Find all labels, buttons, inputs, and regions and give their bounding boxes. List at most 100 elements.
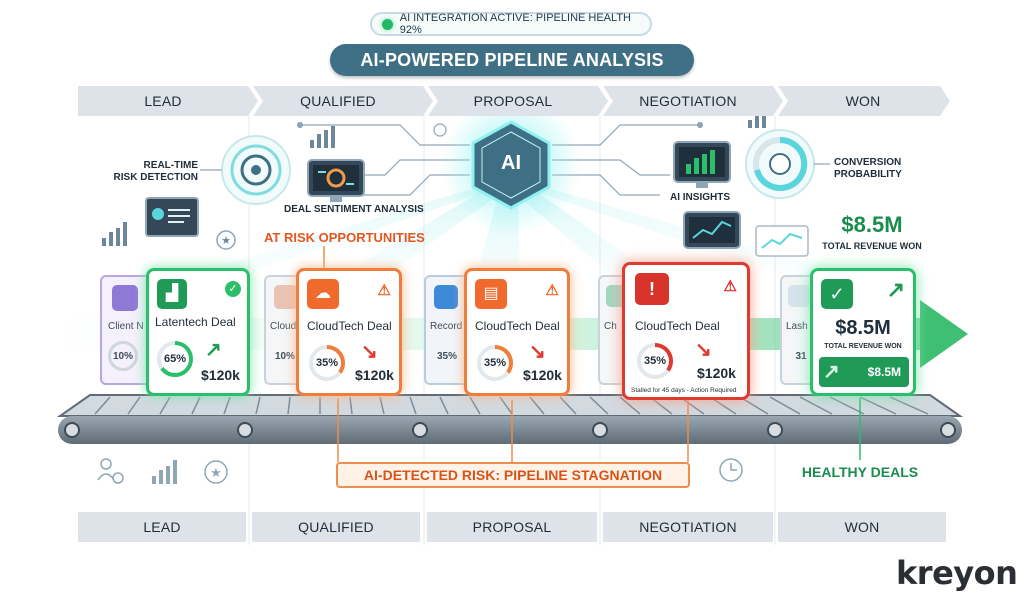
star-icon [788, 285, 810, 307]
ai-insights-label: AI INSIGHTS [670, 192, 731, 203]
stalled-note: Stalled for 45 days - Action Required [631, 387, 737, 394]
star-icon [433, 123, 447, 137]
stage-top-lead: LEAD [144, 93, 182, 109]
stage-bottom-won: WON [778, 512, 946, 542]
trend-up-icon: ↗ [886, 277, 905, 302]
bar-chart-icon [310, 126, 335, 148]
ghost-card-title: Cloud [270, 321, 297, 332]
gear-icon [274, 285, 298, 309]
conversion-label: CONVERSION PROBABILITY [834, 157, 924, 181]
chat-icon [434, 285, 458, 309]
ghost-card-title: Client N [108, 321, 144, 332]
conveyor-belt [56, 394, 964, 444]
dashboard-card-icon [145, 197, 199, 237]
deal-card-title: Latentech Deal [155, 315, 236, 329]
deal-card-pct: 35% [483, 357, 507, 369]
deal-progress-ring [309, 345, 345, 381]
status-dot-icon [382, 18, 393, 30]
alert-icon: ! [635, 273, 669, 305]
sentiment-label: DEAL SENTIMENT ANALYSIS [284, 204, 424, 215]
deal-card-value: $120k [697, 365, 736, 381]
won-revenue-card[interactable]: ✓ ↗ $8.5M TOTAL REVENUE WON $8.5M ↗ [810, 268, 916, 396]
cloud-icon: ☁ [307, 279, 339, 309]
status-text: AI INTEGRATION ACTIVE: PIPELINE HEALTH 9… [399, 12, 631, 36]
bar-chart-icon [748, 110, 766, 128]
ghost-card-title: Lash [786, 321, 808, 332]
healthy-deals-label: HEALTHY DEALS [801, 464, 919, 480]
svg-text:★: ★ [221, 235, 231, 247]
clock-icon [719, 458, 743, 482]
monitor-gauge-icon [307, 159, 365, 202]
deal-card-value: $120k [523, 367, 562, 383]
brand-logo: kreyon [896, 554, 1018, 592]
at-risk-label: AT RISK OPPORTUNITIES [264, 230, 425, 245]
won-card-badge: $8.5M [819, 357, 909, 387]
ghost-card-title: Ch [604, 321, 617, 332]
growth-arrow-icon: ↗ [823, 361, 840, 383]
conversion-line2: PROBABILITY [834, 169, 902, 180]
stage-top-qualified: QUALIFIED [300, 93, 376, 109]
monitor-chart-icon [673, 141, 731, 188]
user-icon [112, 285, 138, 311]
ai-brain-icon [441, 95, 581, 235]
trend-down-icon: ↘ [361, 341, 378, 363]
deal-card-pct: 35% [643, 355, 667, 367]
bar-chart-icon [152, 460, 177, 484]
browser-chart-icon [755, 225, 809, 257]
document-icon: ▤ [475, 279, 507, 309]
svg-text:★: ★ [210, 465, 222, 480]
ghost-card-pct: 31 [795, 351, 807, 362]
risk-banner: AI-DETECTED RISK: PIPELINE STAGNATION [336, 462, 690, 488]
revenue-total-top: $8.5M [841, 212, 903, 237]
conversion-line1: CONVERSION [834, 157, 902, 168]
checkmark-icon: ✓ [821, 279, 853, 309]
warning-icon: ⚠ [545, 282, 559, 299]
deal-card-title: CloudTech Deal [475, 319, 560, 333]
deal-card-title: CloudTech Deal [635, 319, 720, 333]
deal-card-cloudtech-proposal[interactable]: ▤ ⚠ CloudTech Deal 35% ↘ $120k [464, 268, 570, 396]
pipeline-status-pill: AI INTEGRATION ACTIVE: PIPELINE HEALTH 9… [370, 12, 652, 36]
deal-card-cloudtech-negotiation[interactable]: ! ⚠ CloudTech Deal 35% ↘ $120k Stalled f… [622, 262, 750, 400]
stage-bar-top [78, 86, 950, 116]
stage-top-negotiation: NEGOTIATION [639, 93, 737, 109]
deal-card-latentech[interactable]: ▟ ✓ Latentech Deal 65% ↗ $120k [146, 268, 250, 396]
stage-bottom-lead: LEAD [78, 512, 246, 542]
risk-detection-label: REAL-TIME RISK DETECTION [96, 160, 198, 184]
bar-chart-icon [102, 222, 127, 246]
deal-progress-ring [157, 341, 193, 377]
deal-card-pct: 35% [315, 357, 339, 369]
won-card-value: $8.5M [835, 317, 891, 339]
deal-progress-ring [637, 343, 673, 379]
ghost-card-pct: 35% [436, 351, 457, 362]
deal-card-value: $120k [355, 367, 394, 383]
monitor-trend-icon [683, 211, 741, 249]
stage-top-won: WON [845, 93, 881, 109]
page-title: AI-POWERED PIPELINE ANALYSIS [330, 44, 694, 76]
star-icon: ★ [204, 460, 228, 484]
ghost-progress-ring [108, 341, 138, 371]
trend-down-icon: ↘ [529, 341, 546, 363]
conversion-gauge-icon [745, 129, 830, 199]
checkmark-icon: ✓ [225, 281, 241, 297]
deal-card-title: CloudTech Deal [307, 319, 392, 333]
risk-detection-line1: REAL-TIME [143, 160, 198, 171]
trend-up-icon: ↗ [205, 339, 222, 361]
ghost-card-pct: 10% [274, 351, 295, 362]
revenue-caption-top: TOTAL REVENUE WON [822, 241, 922, 251]
stage-top-proposal: PROPOSAL [473, 93, 553, 109]
ghost-card-title: Record [430, 321, 463, 332]
deal-card-pct: 65% [163, 353, 187, 365]
warning-icon: ⚠ [723, 278, 737, 295]
trend-down-icon: ↘ [695, 339, 712, 361]
deal-card-cloudtech-qualified[interactable]: ☁ ⚠ CloudTech Deal 35% ↘ $120k [296, 268, 402, 396]
target-radar-icon [200, 135, 291, 205]
warning-icon: ⚠ [377, 282, 391, 299]
risk-connectors [323, 246, 689, 462]
deal-card-value: $120k [201, 367, 240, 383]
stage-bottom-qualified: QUALIFIED [252, 512, 420, 542]
ghost-card-pct: 10% [112, 351, 133, 362]
deal-progress-ring [477, 345, 513, 381]
ai-hub-label: AI [501, 152, 521, 174]
won-card-caption: TOTAL REVENUE WON [824, 343, 902, 350]
bar-chart-icon: ▟ [157, 279, 187, 309]
